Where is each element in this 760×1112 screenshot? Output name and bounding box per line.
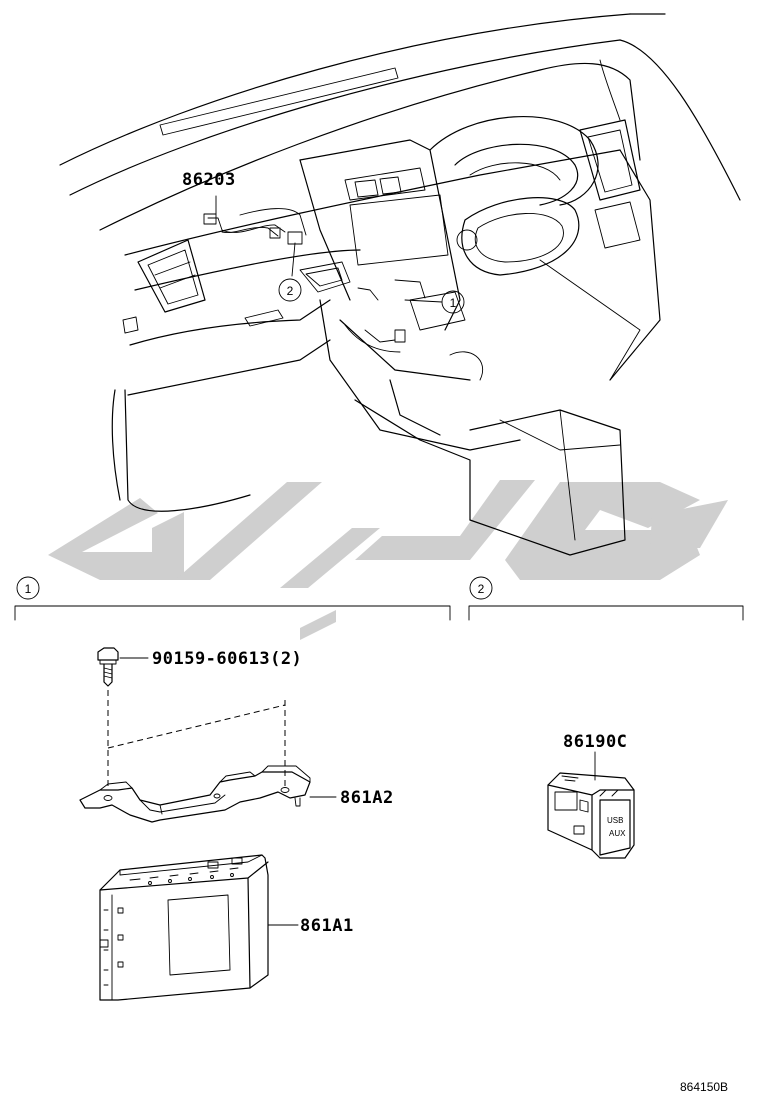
section-2-frame: 2 [468,576,744,621]
dashboard-illustration [59,13,741,556]
unit-illustration [99,854,299,1001]
watermark-logo [48,480,728,640]
part-number-jack: 86190C [563,732,627,752]
callout-1-label: 1 [450,296,457,310]
callout-2-overview: 2 [278,278,302,302]
jack-label-usb: USB [607,816,623,825]
bolt-illustration [97,647,149,687]
callout-1-overview: 1 [441,290,465,314]
part-number-bolt: 90159-60613(2) [152,649,302,669]
section-1-frame: 1 [14,576,451,621]
part-number-86203: 86203 [182,170,236,190]
figure-code: 864150B [680,1080,728,1094]
usb-aux-jack-illustration [547,751,635,859]
part-number-unit: 861A1 [300,916,354,936]
section-2-ref: 2 [478,582,485,596]
callout-2-label: 2 [287,284,294,298]
part-number-bracket: 861A2 [340,788,394,808]
jack-label-aux: AUX [609,829,626,838]
install-guide-lines [107,690,286,790]
bracket-illustration [79,765,337,823]
section-1-ref: 1 [25,582,32,596]
